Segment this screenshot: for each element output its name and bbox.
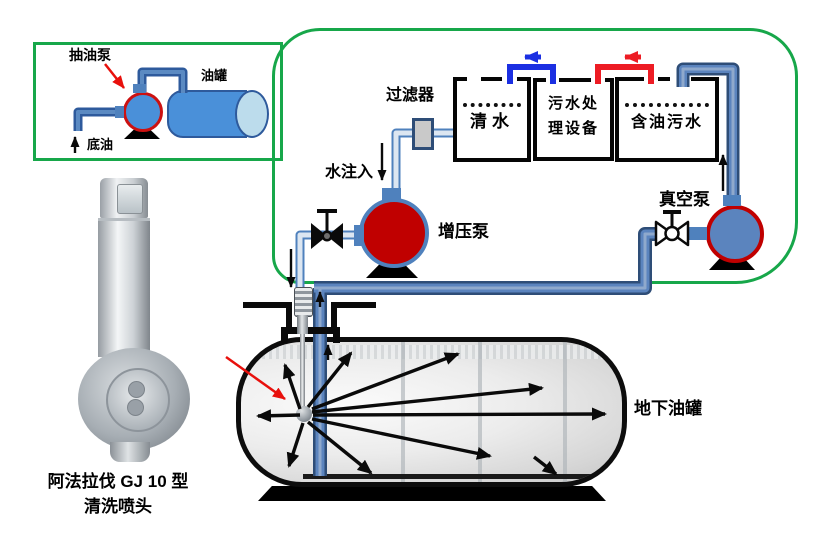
inset-pump-left-nozzle <box>115 106 124 118</box>
vacuum-pump-label: 真空泵 <box>659 190 710 209</box>
tank-seam <box>401 342 405 482</box>
pit-ground-right <box>333 302 376 308</box>
pipe-sewage-transfer <box>595 64 654 84</box>
spray-arrows <box>256 351 607 476</box>
inset-pump-base <box>124 128 160 139</box>
water-level-dots <box>625 103 709 107</box>
inset-tank-label: 油罐 <box>201 68 228 83</box>
inserted-cleaning-nozzle-lower <box>297 315 308 334</box>
inset-pump-pointer-arrow <box>104 63 125 89</box>
pipe-treated-water-return <box>507 64 556 84</box>
inset-pump-top-nozzle <box>133 84 146 93</box>
nozzle-photo-body <box>98 218 150 357</box>
tank-floor-line <box>303 474 595 479</box>
pit-wall-right <box>331 302 337 333</box>
tank-seam <box>478 342 482 482</box>
vacuum-pump <box>706 205 764 263</box>
water-injection-label: 水注入 <box>325 164 374 181</box>
tank-base-pad <box>258 486 606 501</box>
booster-pump-label: 增压泵 <box>438 222 489 241</box>
oily-sewage-tank: 含油污水 <box>615 77 719 162</box>
nozzle-photo-hub-bolt <box>128 381 145 398</box>
treatment-label-line2: 理设备 <box>547 119 599 137</box>
inset-oil-tank-cap <box>235 90 269 138</box>
clean-water-tank: 清水 <box>453 77 531 162</box>
nozzle-photo-hub-bolt <box>127 399 144 416</box>
nozzle-caption-line2: 清洗喷头 <box>84 497 152 516</box>
pipe-filter-line <box>391 128 453 192</box>
oily-sewage-label: 含油污水 <box>630 112 703 131</box>
nozzle-pointer-arrow <box>225 355 286 401</box>
inset-bottom-oil-label: 底油 <box>87 137 114 152</box>
inset-frame <box>33 42 283 161</box>
tank-seam <box>563 342 567 482</box>
treatment-label-line1: 污水处 <box>547 94 599 112</box>
nozzle-photo-tip <box>110 442 150 462</box>
nozzle-caption-line1: 阿法拉伐 GJ 10 型 <box>47 472 189 491</box>
clean-water-label: 清水 <box>470 112 514 132</box>
pit-flange-tab <box>333 334 340 343</box>
filter-device <box>412 118 434 150</box>
nozzle-photo-clip-window <box>117 184 143 214</box>
vacuum-pump-left-nozzle <box>687 227 707 240</box>
pipe-suction-main <box>313 227 658 476</box>
inset-pump-label: 抽油泵 <box>69 47 111 63</box>
booster-pump-left-nozzle <box>354 225 364 246</box>
pit-ground-left <box>243 302 289 308</box>
vacuum-pump-top-nozzle <box>723 195 741 206</box>
pit-flange <box>281 327 340 334</box>
tank-border-gap <box>467 75 481 83</box>
filter-label: 过滤器 <box>386 87 435 104</box>
pipe-vacuum-to-tank <box>676 62 740 196</box>
nozzle-drop-rod <box>300 333 305 409</box>
water-level-dots <box>463 103 521 107</box>
pit-wall-left <box>286 302 292 333</box>
spray-ball <box>296 406 312 422</box>
booster-valve <box>311 209 343 249</box>
inset-pipe-pump-to-tank <box>137 67 188 93</box>
vacuum-valve <box>654 210 690 247</box>
inset-pipe-suction <box>73 107 121 131</box>
booster-pump-top-nozzle <box>382 188 401 200</box>
inset-oil-pump <box>123 92 163 132</box>
pit-flange-tab <box>281 334 288 343</box>
underground-tank-label: 地下油罐 <box>634 399 702 418</box>
sewage-treatment-unit: 污水处 理设备 <box>533 78 614 161</box>
